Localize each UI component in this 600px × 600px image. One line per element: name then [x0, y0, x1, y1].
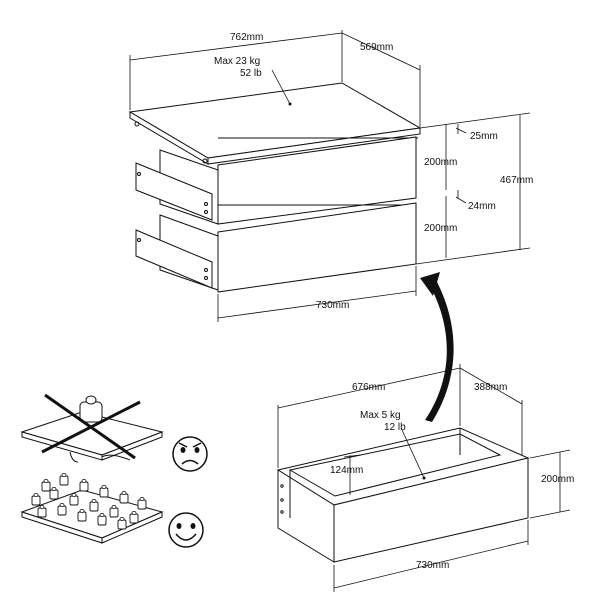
detail-dimension-lines: [277, 364, 571, 592]
top-load-kg-label: Max 23 kg: [214, 56, 260, 67]
smiling-face-icon: [168, 512, 204, 548]
frowning-face-icon: [172, 436, 208, 472]
gap-middle-label: 24mm: [468, 201, 496, 212]
small-weight: [79, 478, 89, 492]
small-weight: [129, 510, 139, 524]
small-weight: [41, 478, 51, 492]
drawer-height-label: 200mm: [541, 474, 574, 485]
small-weight: [57, 502, 67, 516]
small-weight: [97, 513, 107, 526]
drawer-depth-label: 388mm: [474, 382, 507, 393]
good-loading-illustration: [20, 489, 164, 544]
small-weight: [89, 498, 99, 512]
small-weight: [117, 517, 127, 530]
detail-drawer: [276, 427, 530, 563]
small-weights: [31, 472, 147, 530]
drawer-load-kg-label: Max 5 kg: [360, 410, 401, 421]
drawer-load-lb-label: 12 lb: [384, 422, 406, 433]
small-weight: [37, 504, 47, 518]
detail-arrow: [420, 272, 454, 422]
chest-dimension-lines: [129, 30, 531, 322]
total-height-label: 467mm: [500, 175, 533, 186]
gap-top-label: 25mm: [470, 131, 498, 142]
drawer-height-2-label: 200mm: [424, 223, 457, 234]
drawer-front-width-label: 730mm: [416, 560, 449, 571]
small-weight: [49, 486, 59, 500]
top-load-lb-label: 52 lb: [240, 68, 262, 79]
drawer-1: [135, 136, 418, 225]
small-weight: [69, 492, 79, 506]
small-weight: [31, 492, 41, 506]
drawer-height-1-label: 200mm: [424, 157, 457, 168]
small-weight: [109, 504, 119, 518]
small-weight: [77, 508, 87, 522]
front-width-label: 730mm: [316, 300, 349, 311]
small-weight: [59, 472, 69, 486]
bad-loading-illustration: [20, 393, 164, 463]
small-weight: [137, 496, 147, 510]
drawer-inner-width-label: 676mm: [352, 382, 385, 393]
small-weight: [99, 484, 109, 498]
drawer-inner-height-label: 124mm: [330, 465, 363, 476]
chest-width-label: 762mm: [230, 32, 263, 43]
chest-depth-label: 569mm: [360, 42, 393, 53]
small-weight: [119, 490, 129, 504]
